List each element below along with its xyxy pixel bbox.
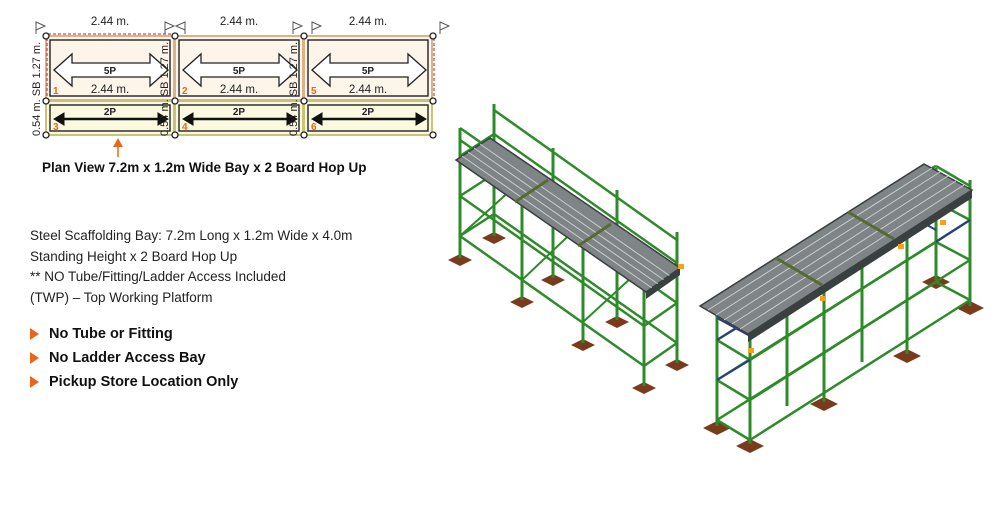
hop-label-3: 2P	[362, 107, 375, 118]
bullet-label: No Ladder Access Bay	[49, 350, 206, 366]
description-line-2: Standing Height x 2 Board Hop Up	[30, 248, 238, 264]
hop-label-2: 2P	[233, 107, 246, 118]
inner-dim-2: 2.44 m.	[220, 84, 258, 96]
bullet-triangle-icon	[30, 352, 39, 364]
bullet-triangle-icon	[30, 376, 39, 388]
side-dim-3: 0.54 m. SB 1.27 m.	[288, 42, 300, 136]
board-label-3: 5P	[362, 66, 375, 77]
bay-number-2: 2	[182, 86, 188, 97]
board-label-2: 5P	[233, 66, 246, 77]
bay-number-5: 5	[311, 86, 317, 97]
bullet-label: Pickup Store Location Only	[49, 374, 239, 390]
plan-standards	[42, 32, 437, 139]
inner-dim-3: 2.44 m.	[349, 84, 387, 96]
plan-hop-arrows	[53, 112, 427, 126]
description-line-3: ** NO Tube/Fitting/Ladder Access Include…	[30, 269, 286, 284]
side-dim-2: 0.54 m. SB 1.27 m.	[159, 42, 171, 136]
top-dim-1: 2.44 m.	[91, 16, 129, 28]
scaffold-3d-view-left	[448, 104, 689, 394]
bay-number-1: 1	[53, 86, 59, 97]
scaffold-3d-view-right	[698, 163, 984, 453]
side-dim-1: 0.54 m. SB 1.27 m.	[31, 42, 43, 136]
board-label-1: 5P	[104, 66, 117, 77]
plan-view-caption: Plan View 7.2m x 1.2m Wide Bay x 2 Board…	[42, 160, 367, 175]
product-description: Steel Scaffolding Bay: 7.2m Long x 1.2m …	[30, 226, 352, 308]
bullet-item: No Tube or Fitting	[30, 322, 238, 346]
feature-bullets: No Tube or Fitting No Ladder Access Bay …	[30, 322, 238, 394]
bullet-triangle-icon	[30, 328, 39, 340]
inner-dim-1: 2.44 m.	[91, 84, 129, 96]
plan-pointer-arrow	[113, 138, 123, 157]
top-dim-2: 2.44 m.	[220, 16, 258, 28]
bullet-item: Pickup Store Location Only	[30, 370, 238, 394]
hop-label-1: 2P	[104, 107, 117, 118]
plan-flags	[35, 21, 451, 34]
bay-number-4: 4	[182, 122, 188, 133]
plan-board-arrows	[53, 52, 427, 88]
bay-number-6: 6	[311, 122, 317, 133]
bay-number-3: 3	[53, 122, 59, 133]
top-dim-3: 2.44 m.	[349, 16, 387, 28]
description-line-1: Steel Scaffolding Bay: 7.2m Long x 1.2m …	[30, 228, 353, 243]
description-line-4: (TWP) – Top Working Platform	[30, 289, 213, 305]
bullet-label: No Tube or Fitting	[49, 326, 173, 342]
bullet-item: No Ladder Access Bay	[30, 346, 238, 370]
